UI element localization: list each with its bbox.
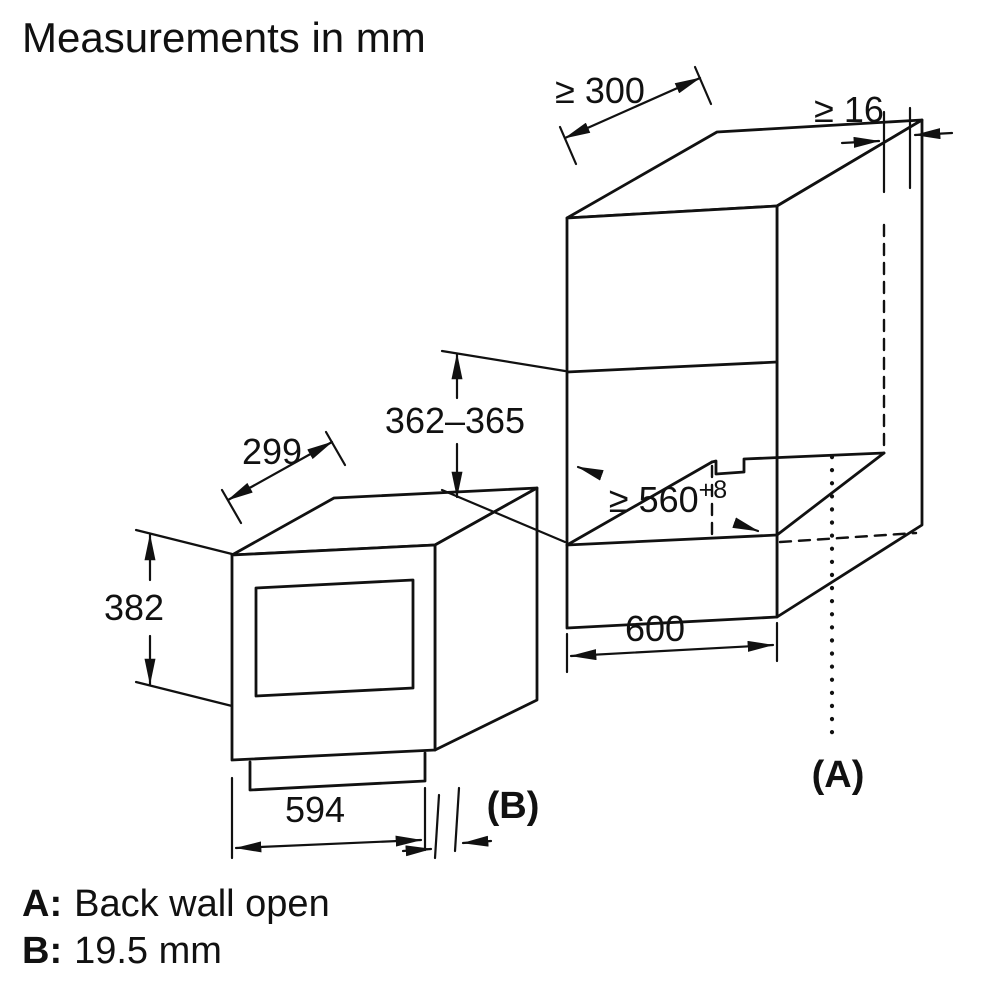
niche-opening-top-edge xyxy=(565,360,779,374)
niche-floor-left-edge xyxy=(565,460,714,547)
microwave-base xyxy=(248,751,427,792)
ext-tick xyxy=(453,786,461,853)
dim-niche-height-label: 362–365 xyxy=(385,400,525,441)
microwave-front-face xyxy=(230,543,437,762)
cabinet-front-face xyxy=(565,204,779,630)
legend-b: B: 19.5 mm xyxy=(22,930,222,972)
dim-arrow-line xyxy=(563,76,702,140)
dim-cabinet-depth xyxy=(558,65,713,166)
ext-tick xyxy=(324,430,347,467)
dim-side-clearance-label: ≥ 16 xyxy=(814,89,884,130)
legend-b-text: 19.5 mm xyxy=(74,930,222,972)
dim-appliance-width xyxy=(230,776,427,860)
dim-appliance-depth xyxy=(220,430,347,525)
dim-niche-width-superscript: +8 xyxy=(699,476,728,504)
dim-cabinet-depth-label: ≥ 300 xyxy=(555,70,645,111)
legend-a: A: Back wall open xyxy=(22,883,330,925)
niche-floor-front-edge xyxy=(565,533,779,547)
callout-a-label: (A) xyxy=(812,754,865,796)
dim-door-overhang xyxy=(401,786,493,860)
ext-line xyxy=(440,488,567,544)
legend-a-text: Back wall open xyxy=(74,883,330,925)
dim-arrow-line xyxy=(576,465,604,481)
dim-appliance-height xyxy=(134,528,234,708)
dim-cabinet-width-label: 600 xyxy=(625,608,685,649)
niche-floor-back-edge-with-notch xyxy=(710,451,886,476)
microwave-door-window xyxy=(254,578,415,698)
dim-arrow-line xyxy=(840,136,881,148)
dimension-lines xyxy=(134,65,954,860)
callout-b-label: (B) xyxy=(487,785,540,827)
dim-arrow-line xyxy=(569,640,775,661)
cabinet-right-side-face xyxy=(775,118,924,619)
cabinet xyxy=(565,118,924,630)
cabinet-hidden-edges xyxy=(710,223,918,544)
niche-floor-right-edge xyxy=(775,451,886,537)
dim-appliance-width-label: 594 xyxy=(285,789,345,830)
ext-line xyxy=(440,349,567,373)
ext-tick xyxy=(558,125,578,166)
drawing-lines xyxy=(134,65,954,860)
dim-appliance-depth-label: 299 xyxy=(242,431,302,472)
dim-niche-width-label: ≥ 560+8 xyxy=(609,476,727,520)
dim-arrow-line xyxy=(461,835,493,847)
dim-niche-width xyxy=(576,465,760,533)
ext-tick xyxy=(433,793,441,860)
legend-b-key: B: xyxy=(22,930,62,972)
dim-cabinet-width xyxy=(565,621,779,674)
dim-arrow-line xyxy=(401,845,433,857)
legend-a-key: A: xyxy=(22,883,62,925)
hidden-bottom-back-edge xyxy=(778,531,918,544)
microwave xyxy=(230,486,539,792)
ext-line xyxy=(134,680,234,708)
dim-appliance-height-label: 382 xyxy=(104,587,164,628)
drawing-labels: Measurements in mm ≥ 300 ≥ 16 362–365 ≥ … xyxy=(22,14,884,972)
dim-side-clearance xyxy=(840,106,954,194)
dim-arrow-line xyxy=(732,517,760,533)
dim-niche-width-main: ≥ 560 xyxy=(609,479,699,520)
dim-arrow-line xyxy=(913,128,954,140)
dim-arrow-line xyxy=(234,835,423,853)
dim-niche-height xyxy=(440,349,567,544)
page-title: Measurements in mm xyxy=(22,14,426,61)
ext-tick xyxy=(220,488,243,525)
ext-tick xyxy=(693,65,713,106)
dim-arrow-line xyxy=(226,440,334,502)
